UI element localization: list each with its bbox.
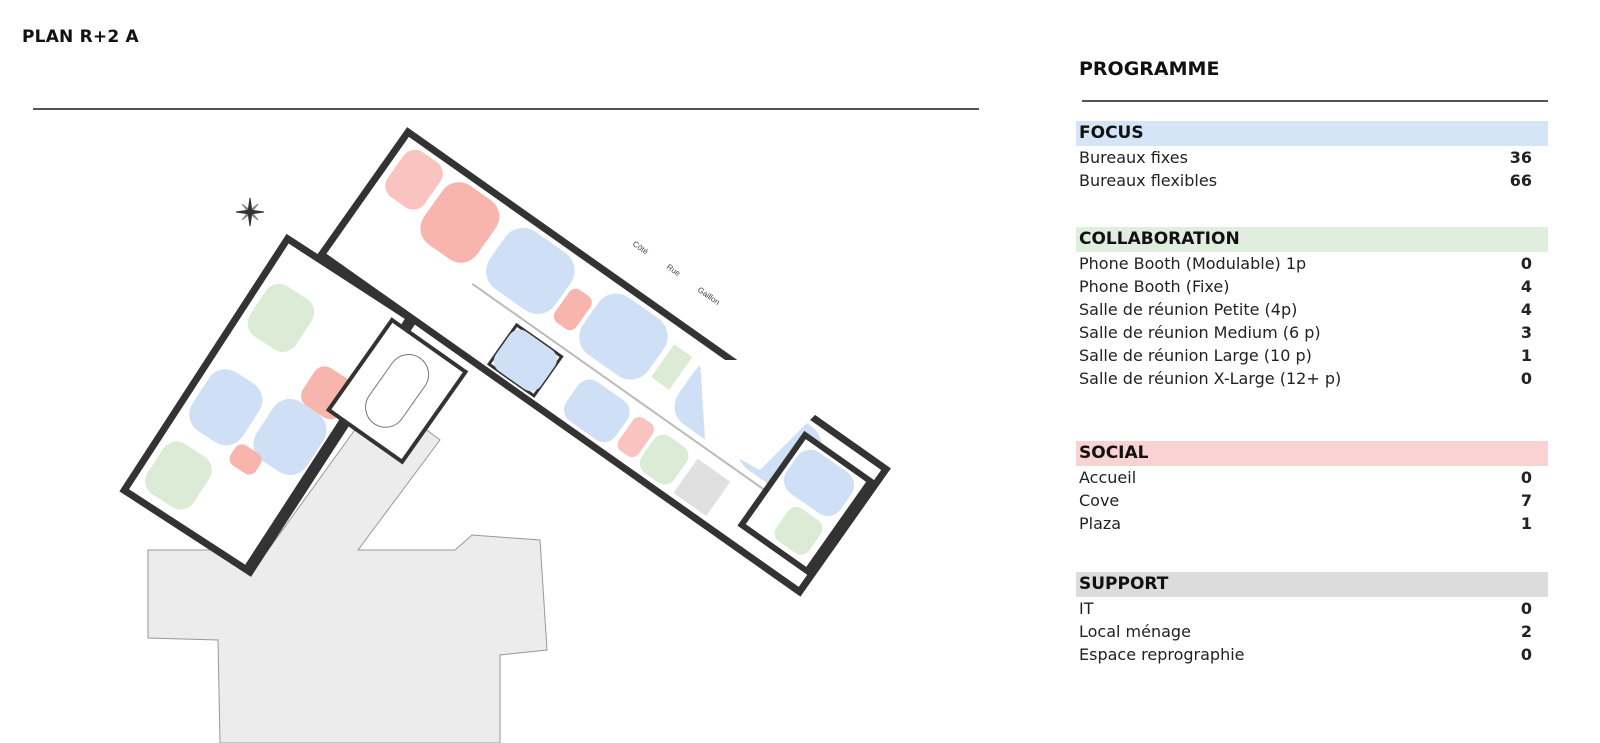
item-label: Accueil bbox=[1079, 468, 1137, 487]
list-item: Phone Booth (Modulable) 1p 0 bbox=[1076, 252, 1548, 275]
plan-divider bbox=[33, 108, 979, 110]
list-item: Salle de réunion Petite (4p) 4 bbox=[1076, 298, 1548, 321]
plan-title: PLAN R+2 A bbox=[22, 27, 139, 47]
floor-plan: Côté Rue Gaillon bbox=[119, 127, 891, 743]
svg-text:Côté: Côté bbox=[631, 239, 650, 256]
section-collaboration: COLLABORATION Phone Booth (Modulable) 1p… bbox=[1076, 227, 1548, 390]
item-label: Bureaux flexibles bbox=[1079, 171, 1218, 190]
section-support: SUPPORT IT 0 Local ménage 2 Espace reprogr… bbox=[1076, 572, 1548, 666]
svg-text:Rue: Rue bbox=[665, 262, 683, 278]
section-header: FOCUS bbox=[1076, 121, 1548, 146]
item-value: 1 bbox=[1520, 514, 1532, 533]
north-arrow-icon bbox=[235, 197, 265, 227]
list-item: Salle de réunion Large (10 p) 1 bbox=[1076, 344, 1548, 367]
item-value: 0 bbox=[1520, 254, 1532, 273]
list-item: Accueil 0 bbox=[1076, 466, 1548, 489]
item-value: 7 bbox=[1520, 491, 1532, 510]
item-label: IT bbox=[1079, 599, 1094, 618]
item-label: Salle de réunion Petite (4p) bbox=[1079, 300, 1298, 319]
item-value: 4 bbox=[1520, 277, 1532, 296]
list-item: Espace reprographie 0 bbox=[1076, 643, 1548, 666]
staircase bbox=[325, 317, 469, 465]
list-item: Salle de réunion Medium (6 p) 3 bbox=[1076, 321, 1548, 344]
item-label: Cove bbox=[1079, 491, 1120, 510]
svg-text:Gaillon: Gaillon bbox=[696, 285, 722, 307]
list-item: Phone Booth (Fixe) 4 bbox=[1076, 275, 1548, 298]
item-value: 0 bbox=[1520, 468, 1532, 487]
item-value: 0 bbox=[1520, 599, 1532, 618]
neighbour-building bbox=[147, 394, 548, 743]
list-item: Salle de réunion X-Large (12+ p) 0 bbox=[1076, 367, 1548, 390]
section-header: SOCIAL bbox=[1076, 441, 1548, 466]
item-label: Bureaux fixes bbox=[1079, 148, 1188, 167]
item-label: Salle de réunion Medium (6 p) bbox=[1079, 323, 1321, 342]
item-label: Salle de réunion Large (10 p) bbox=[1079, 346, 1312, 365]
item-value: 36 bbox=[1509, 148, 1532, 167]
item-value: 1 bbox=[1520, 346, 1532, 365]
item-value: 3 bbox=[1520, 323, 1532, 342]
item-value: 66 bbox=[1509, 171, 1532, 190]
item-label: Phone Booth (Modulable) 1p bbox=[1079, 254, 1307, 273]
item-label: Salle de réunion X-Large (12+ p) bbox=[1079, 369, 1342, 388]
programme-divider bbox=[1082, 100, 1548, 102]
item-label: Plaza bbox=[1079, 514, 1122, 533]
section-header: COLLABORATION bbox=[1076, 227, 1548, 252]
list-item: Bureaux flexibles 66 bbox=[1076, 169, 1548, 192]
item-value: 4 bbox=[1520, 300, 1532, 319]
list-item: Cove 7 bbox=[1076, 489, 1548, 512]
section-header: SUPPORT bbox=[1076, 572, 1548, 597]
item-label: Espace reprographie bbox=[1079, 645, 1245, 664]
item-value: 2 bbox=[1520, 622, 1532, 641]
list-item: Bureaux fixes 36 bbox=[1076, 146, 1548, 169]
section-social: SOCIAL Accueil 0 Cove 7 Plaza 1 bbox=[1076, 441, 1548, 535]
section-focus: FOCUS Bureaux fixes 36 Bureaux flexibles 6… bbox=[1076, 121, 1548, 192]
programme-title: PROGRAMME bbox=[1079, 58, 1220, 80]
list-item: IT 0 bbox=[1076, 597, 1548, 620]
item-label: Local ménage bbox=[1079, 622, 1191, 641]
item-label: Phone Booth (Fixe) bbox=[1079, 277, 1230, 296]
item-value: 0 bbox=[1520, 369, 1532, 388]
list-item: Local ménage 2 bbox=[1076, 620, 1548, 643]
list-item: Plaza 1 bbox=[1076, 512, 1548, 535]
item-value: 0 bbox=[1520, 645, 1532, 664]
east-wing bbox=[737, 430, 875, 576]
